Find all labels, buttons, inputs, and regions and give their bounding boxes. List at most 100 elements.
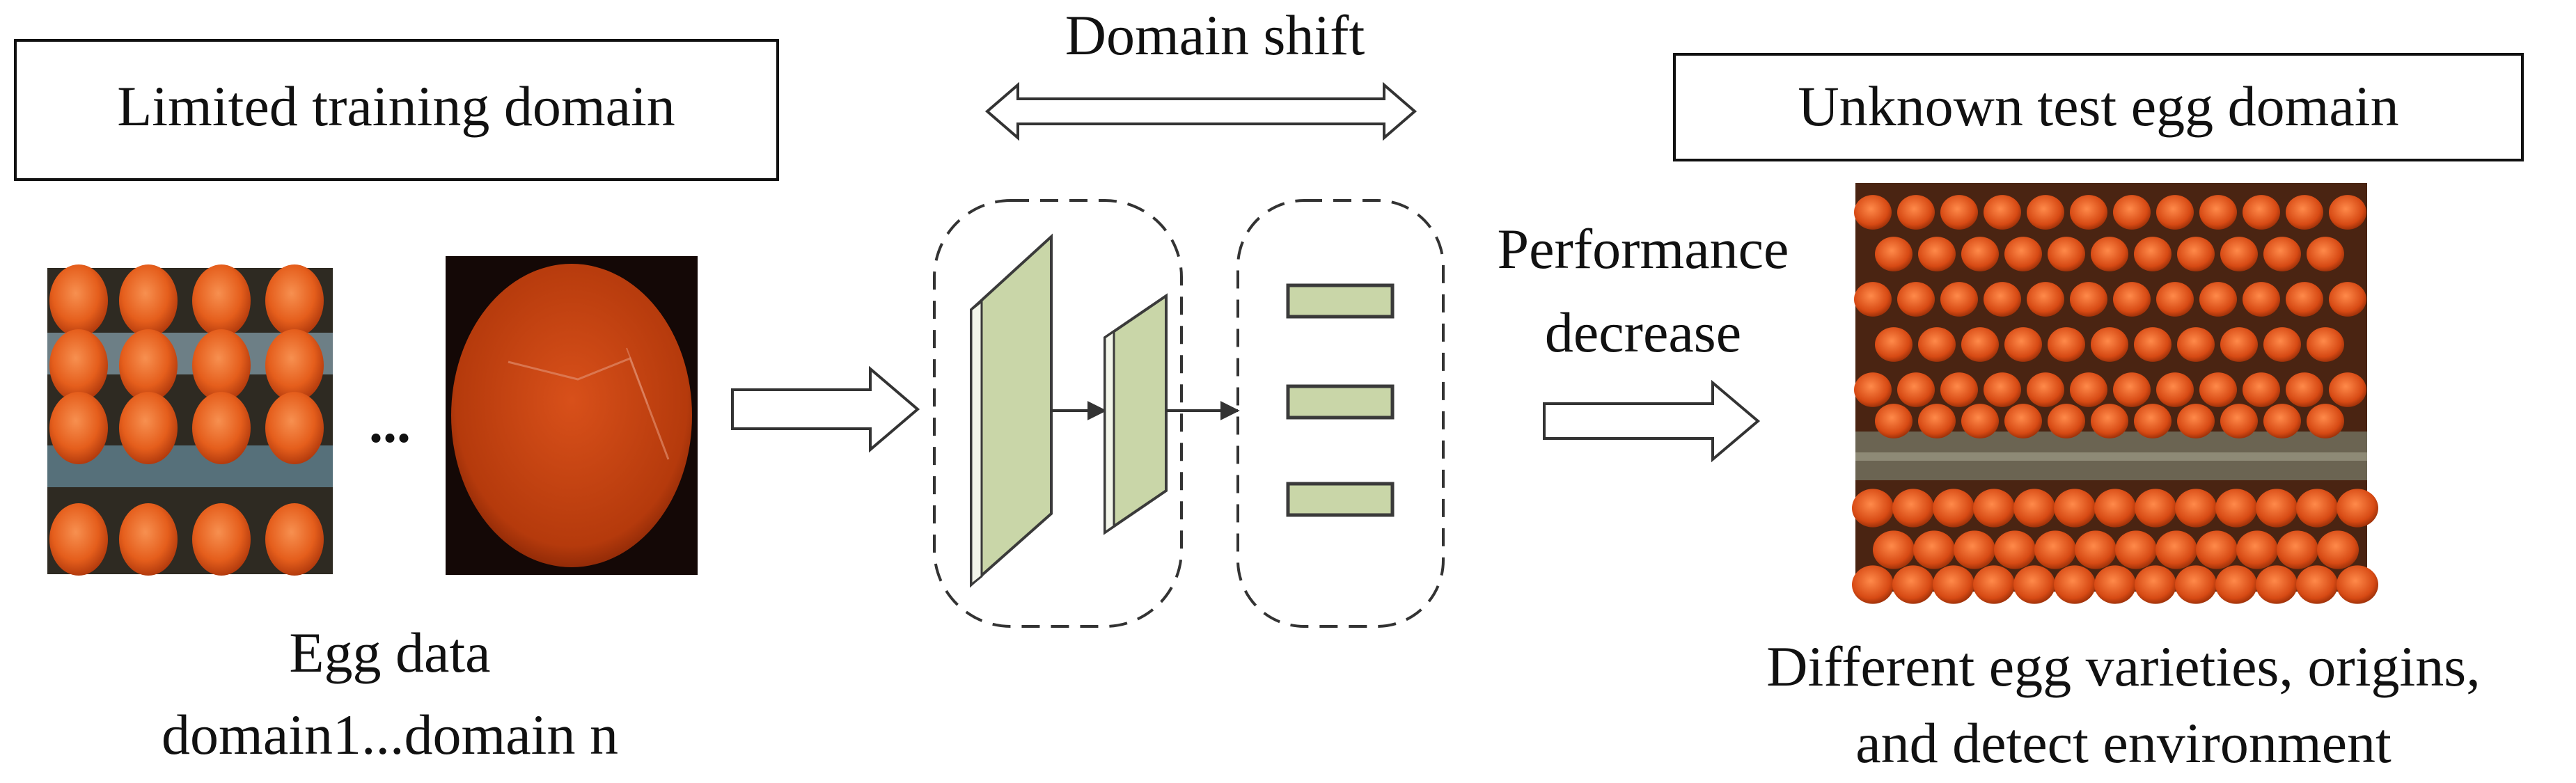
photo-egg [2004,327,2042,362]
photo-egg [2177,404,2215,438]
tray-egg [192,329,251,402]
tray-egg [119,392,178,464]
photo-egg [2329,372,2366,407]
tray-eggs [49,264,324,576]
photo-egg [2048,404,2085,438]
fc-node-3 [1286,482,1395,517]
photo-egg [2256,565,2298,604]
photo-egg [2196,530,2238,569]
photo-egg [1892,489,1934,528]
photo-egg [2286,372,2323,407]
photo-egg [2220,404,2258,438]
tray-egg [192,264,251,337]
photo-egg [2199,282,2237,317]
photo-egg [2070,282,2107,317]
photo-egg [2156,372,2194,407]
conv-layer-small [1104,293,1168,535]
performance-label: Performance [1498,217,1789,280]
photo-egg [2048,237,2085,271]
photo-egg [2156,195,2194,230]
photo-egg [2286,195,2323,230]
photo-egg [2091,327,2128,362]
tray-egg [119,264,178,337]
photo-egg [2113,195,2151,230]
photo-egg [2243,372,2280,407]
photo-egg [2337,489,2378,528]
photo-egg [1873,530,1915,569]
photo-egg [2337,565,2378,604]
tray-egg [119,503,178,576]
photo-egg [2286,282,2323,317]
photo-egg [1854,372,1892,407]
photo-egg [2027,372,2064,407]
photo-egg [1984,282,2021,317]
photo-egg [1961,237,1999,271]
tray-egg [265,329,324,402]
photo-egg [2054,565,2096,604]
egg-domains-label: domain1...domain n [162,703,618,766]
photo-egg [1918,327,1956,362]
photo-egg [2091,237,2128,271]
photo-egg [2215,565,2257,604]
photo-egg [1933,489,1974,528]
photo-egg [2329,195,2366,230]
photo-egg [2307,327,2344,362]
photo-egg [1897,282,1935,317]
photo-egg [2215,489,2257,528]
photo-egg [2048,327,2085,362]
tray-egg [49,503,108,576]
photo-egg [1852,565,1894,604]
photo-egg [2156,282,2194,317]
unknown-domain-label: Unknown test egg domain [1798,74,2398,138]
photo-egg [2091,404,2128,438]
photo-egg [2135,489,2176,528]
photo-egg [2177,327,2215,362]
photo-egg [2256,489,2298,528]
photo-egg [1984,195,2021,230]
fc-node-2 [1286,384,1395,420]
tray-egg [192,392,251,464]
photo-egg [2070,195,2107,230]
conv-layer-large [970,233,1053,588]
photo-egg [1854,282,1892,317]
domain-shift-label: Domain shift [1065,3,1365,67]
tray-egg [265,264,324,337]
tray-egg [49,392,108,464]
candled-egg-image [446,256,698,575]
photo-egg [2155,530,2197,569]
photo-egg [1892,565,1934,604]
photo-egg [2094,565,2136,604]
photo-egg [2263,404,2301,438]
photo-egg [1875,404,1913,438]
photo-egg [2175,565,2217,604]
photo-egg [2070,372,2107,407]
photo-egg [1984,372,2021,407]
photo-egg [2175,489,2217,528]
classifier-box [1236,199,1445,628]
photo-egg [1994,530,2036,569]
photo-egg [2094,489,2136,528]
photo-egg [2307,237,2344,271]
output-arrow [1543,379,1761,463]
photo-egg [2220,237,2258,271]
photo-egg [2307,404,2344,438]
feature-extractor-box [933,199,1183,628]
photo-egg [1875,237,1913,271]
photo-egg [1918,404,1956,438]
photo-egg [2013,489,2055,528]
photo-egg [2317,530,2359,569]
photo-egg [2296,489,2338,528]
training-domain-box: Limited training domain [14,39,779,181]
photo-egg [2236,530,2278,569]
photo-egg [1940,372,1978,407]
photo-egg [2220,327,2258,362]
photo-egg [1973,565,2015,604]
domain-shift-arrow [984,81,1417,141]
photo-egg [1940,195,1978,230]
photo-egg [2054,489,2096,528]
photo-egg [2027,282,2064,317]
photo-egg [1954,530,1995,569]
photo-egg [2004,404,2042,438]
photo-egg [1897,195,1935,230]
